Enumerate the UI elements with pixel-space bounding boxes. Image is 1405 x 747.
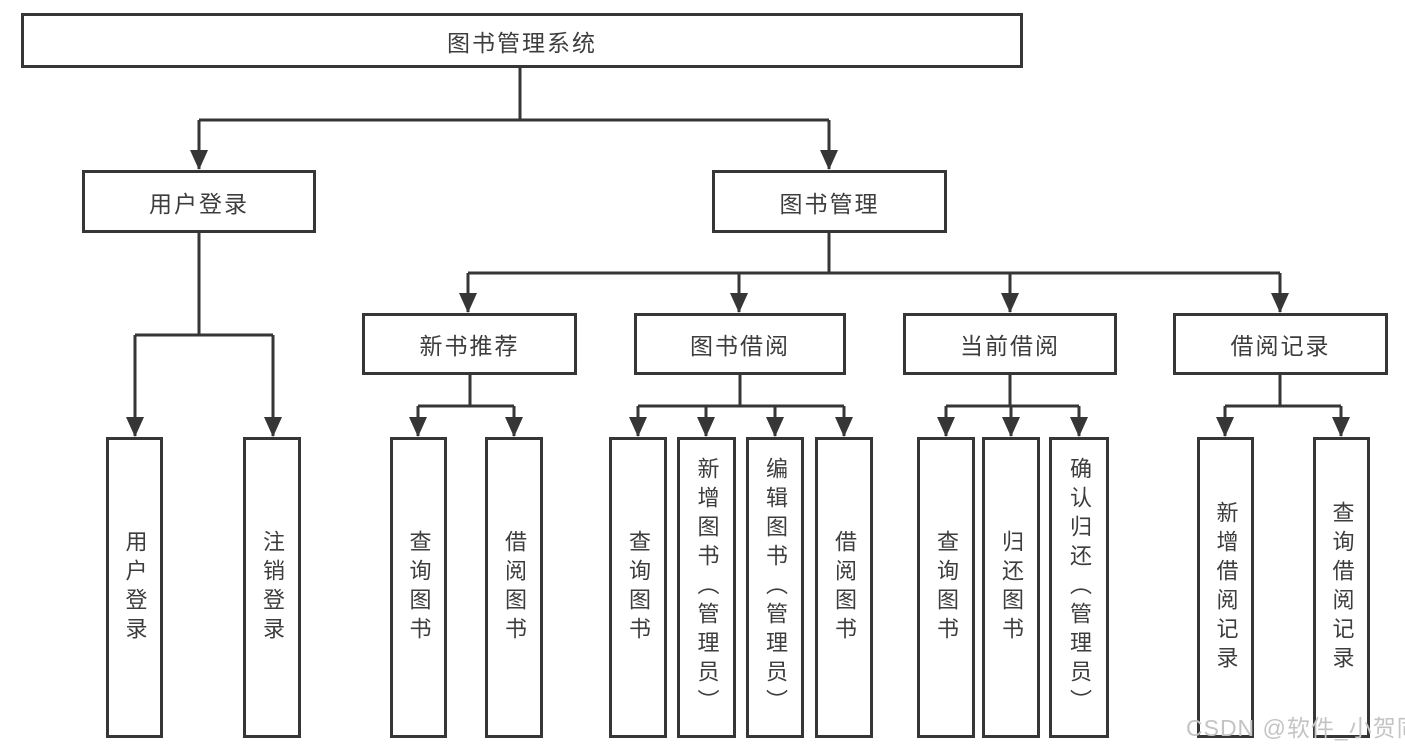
node-label: 图书管理 — [779, 190, 880, 217]
leaf-query-borrow-record: 查询借阅记录 — [1313, 437, 1370, 738]
csdn-watermark: CSDN @软件_小贺同学 — [1186, 715, 1405, 741]
node-label: 查询借阅记录 — [1329, 500, 1355, 675]
leaf-query-books: 查询图书 — [609, 437, 667, 738]
node-library-system: 图书管理系统 — [21, 13, 1023, 68]
node-label: 新增图书（管理员） — [694, 457, 720, 718]
node-new-book-recommend: 新书推荐 — [362, 313, 577, 375]
node-label: 借阅图书 — [502, 529, 527, 646]
node-current-borrow: 当前借阅 — [903, 313, 1117, 375]
leaf-confirm-return-admin: 确认归还（管理员） — [1049, 437, 1109, 738]
node-borrow-records: 借阅记录 — [1173, 313, 1388, 375]
node-label: 确认归还（管理员） — [1067, 457, 1092, 718]
node-label: 编辑图书（管理员） — [763, 457, 788, 718]
node-label: 查询图书 — [626, 529, 651, 646]
node-label: 归还图书 — [999, 529, 1024, 646]
leaf-add-borrow-record: 新增借阅记录 — [1197, 437, 1254, 738]
node-label: 新书推荐 — [419, 333, 520, 359]
node-label: 借阅图书 — [832, 529, 857, 646]
node-label: 图书借阅 — [690, 333, 790, 359]
node-user-login: 用户登录 — [82, 170, 316, 233]
node-label: 查询图书 — [406, 529, 432, 646]
leaf-logout: 注销登录 — [243, 437, 301, 738]
node-label: 查询图书 — [934, 529, 959, 646]
leaf-borrow-books: 借阅图书 — [815, 437, 873, 738]
leaf-query-books: 查询图书 — [917, 437, 975, 738]
node-label: 图书管理系统 — [447, 29, 597, 56]
node-label: 用户登录 — [122, 529, 148, 646]
leaf-query-books: 查询图书 — [390, 437, 447, 738]
node-label: 用户登录 — [149, 190, 249, 217]
leaf-user-login: 用户登录 — [106, 437, 163, 738]
node-book-borrow: 图书借阅 — [634, 313, 846, 375]
node-label: 借阅记录 — [1230, 333, 1331, 359]
node-label: 新增借阅记录 — [1213, 500, 1239, 675]
node-label: 注销登录 — [260, 529, 285, 646]
leaf-add-book-admin: 新增图书（管理员） — [677, 437, 736, 738]
node-book-management: 图书管理 — [712, 170, 947, 233]
leaf-edit-book-admin: 编辑图书（管理员） — [746, 437, 804, 738]
leaf-borrow-books: 借阅图书 — [485, 437, 543, 738]
leaf-return-book: 归还图书 — [982, 437, 1040, 738]
node-label: 当前借阅 — [960, 333, 1060, 359]
